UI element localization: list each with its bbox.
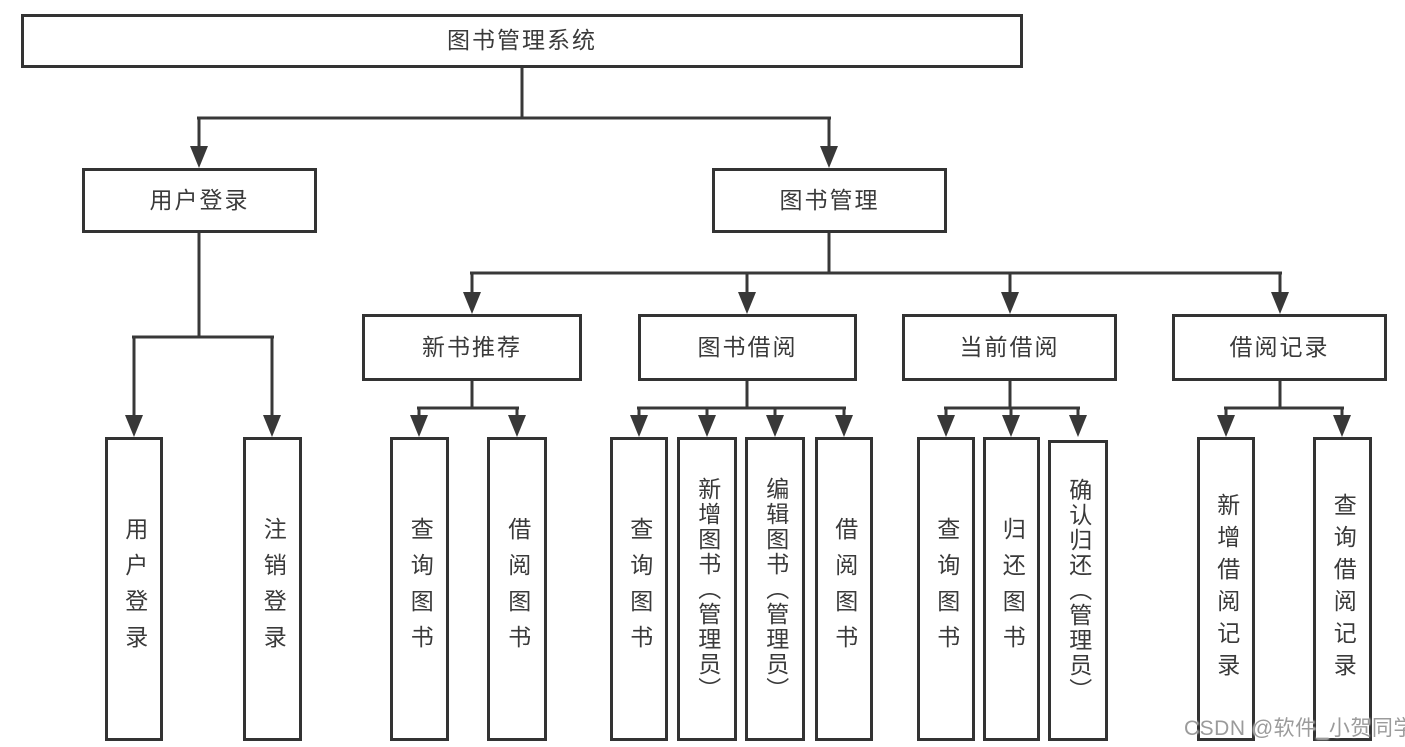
- node-leaf-logout: 注销登录: [243, 437, 302, 741]
- node-leaf-query-borrow-record: 查询借阅记录: [1313, 437, 1372, 741]
- node-book-management: 图书管理: [712, 168, 947, 233]
- node-leaf-return-book: 归还图书: [983, 437, 1040, 741]
- connector-current-borrow-to-children: [937, 381, 1087, 437]
- node-leaf-add-book-admin: 新增图书（管理员）: [677, 437, 737, 741]
- connector-user-login-to-children: [125, 233, 281, 437]
- connector-book-borrow-to-children: [630, 381, 853, 437]
- node-new-book-recommend: 新书推荐: [362, 314, 582, 381]
- connector-new-book-to-children: [410, 381, 526, 437]
- node-user-login: 用户登录: [82, 168, 317, 233]
- node-leaf-query-books-borrow: 查询图书: [610, 437, 668, 741]
- csdn-watermark: CSDN @软件_小贺同学: [1184, 717, 1405, 740]
- node-leaf-query-books-recommend: 查询图书: [390, 437, 449, 741]
- connector-book-management-to-level3: [463, 233, 1289, 314]
- node-borrow-record: 借阅记录: [1172, 314, 1387, 381]
- node-leaf-user-login: 用户登录: [105, 437, 163, 741]
- node-leaf-query-books-current: 查询图书: [917, 437, 975, 741]
- node-leaf-edit-book-admin: 编辑图书（管理员）: [745, 437, 805, 741]
- node-root-system: 图书管理系统: [21, 14, 1023, 68]
- node-book-borrow: 图书借阅: [638, 314, 857, 381]
- node-leaf-borrow-books-recommend: 借阅图书: [487, 437, 547, 741]
- node-leaf-borrow-books: 借阅图书: [815, 437, 873, 741]
- node-leaf-confirm-return-admin: 确认归还（管理员）: [1048, 440, 1108, 741]
- node-current-borrow: 当前借阅: [902, 314, 1117, 381]
- node-leaf-add-borrow-record: 新增借阅记录: [1197, 437, 1255, 741]
- connector-root-to-level2: [190, 68, 838, 168]
- connector-borrow-record-to-children: [1217, 381, 1351, 437]
